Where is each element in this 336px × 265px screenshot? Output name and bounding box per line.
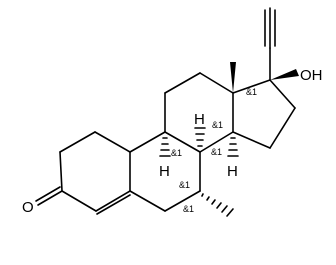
c7-methyl-hashed-bond: [201, 193, 234, 217]
ethynyl-group: [264, 7, 276, 81]
stereo-label-c14: &1: [211, 147, 222, 157]
ketone-group: O: [22, 186, 63, 216]
ring-d: [232, 79, 296, 149]
ring-c: [164, 72, 234, 153]
hydroxyl-wedge: [270, 69, 299, 80]
c8-h-hashed-bond: [194, 127, 206, 147]
ring-b: [129, 131, 201, 212]
stereo-labels: &1 &1 &1 &1 &1 &1: [171, 87, 257, 214]
h-c14-label: H: [227, 163, 238, 180]
c14-h-hashed-bond: [227, 137, 239, 157]
stereo-label-c17: &1: [246, 87, 257, 97]
hydroxyl-label: OH: [300, 67, 323, 84]
h-c9-label: H: [159, 163, 170, 180]
c13-methyl-wedge: [230, 62, 236, 93]
h-c8-label: H: [194, 111, 205, 128]
stereo-label-c8: &1: [179, 180, 190, 190]
stereo-label-c13: &1: [212, 120, 223, 130]
oxygen-atom: O: [22, 199, 34, 216]
ring-a: [59, 131, 131, 215]
c9-h-hashed-bond: [159, 137, 171, 157]
stereo-label-c7: &1: [183, 204, 194, 214]
stereo-label-c9: &1: [171, 148, 182, 158]
